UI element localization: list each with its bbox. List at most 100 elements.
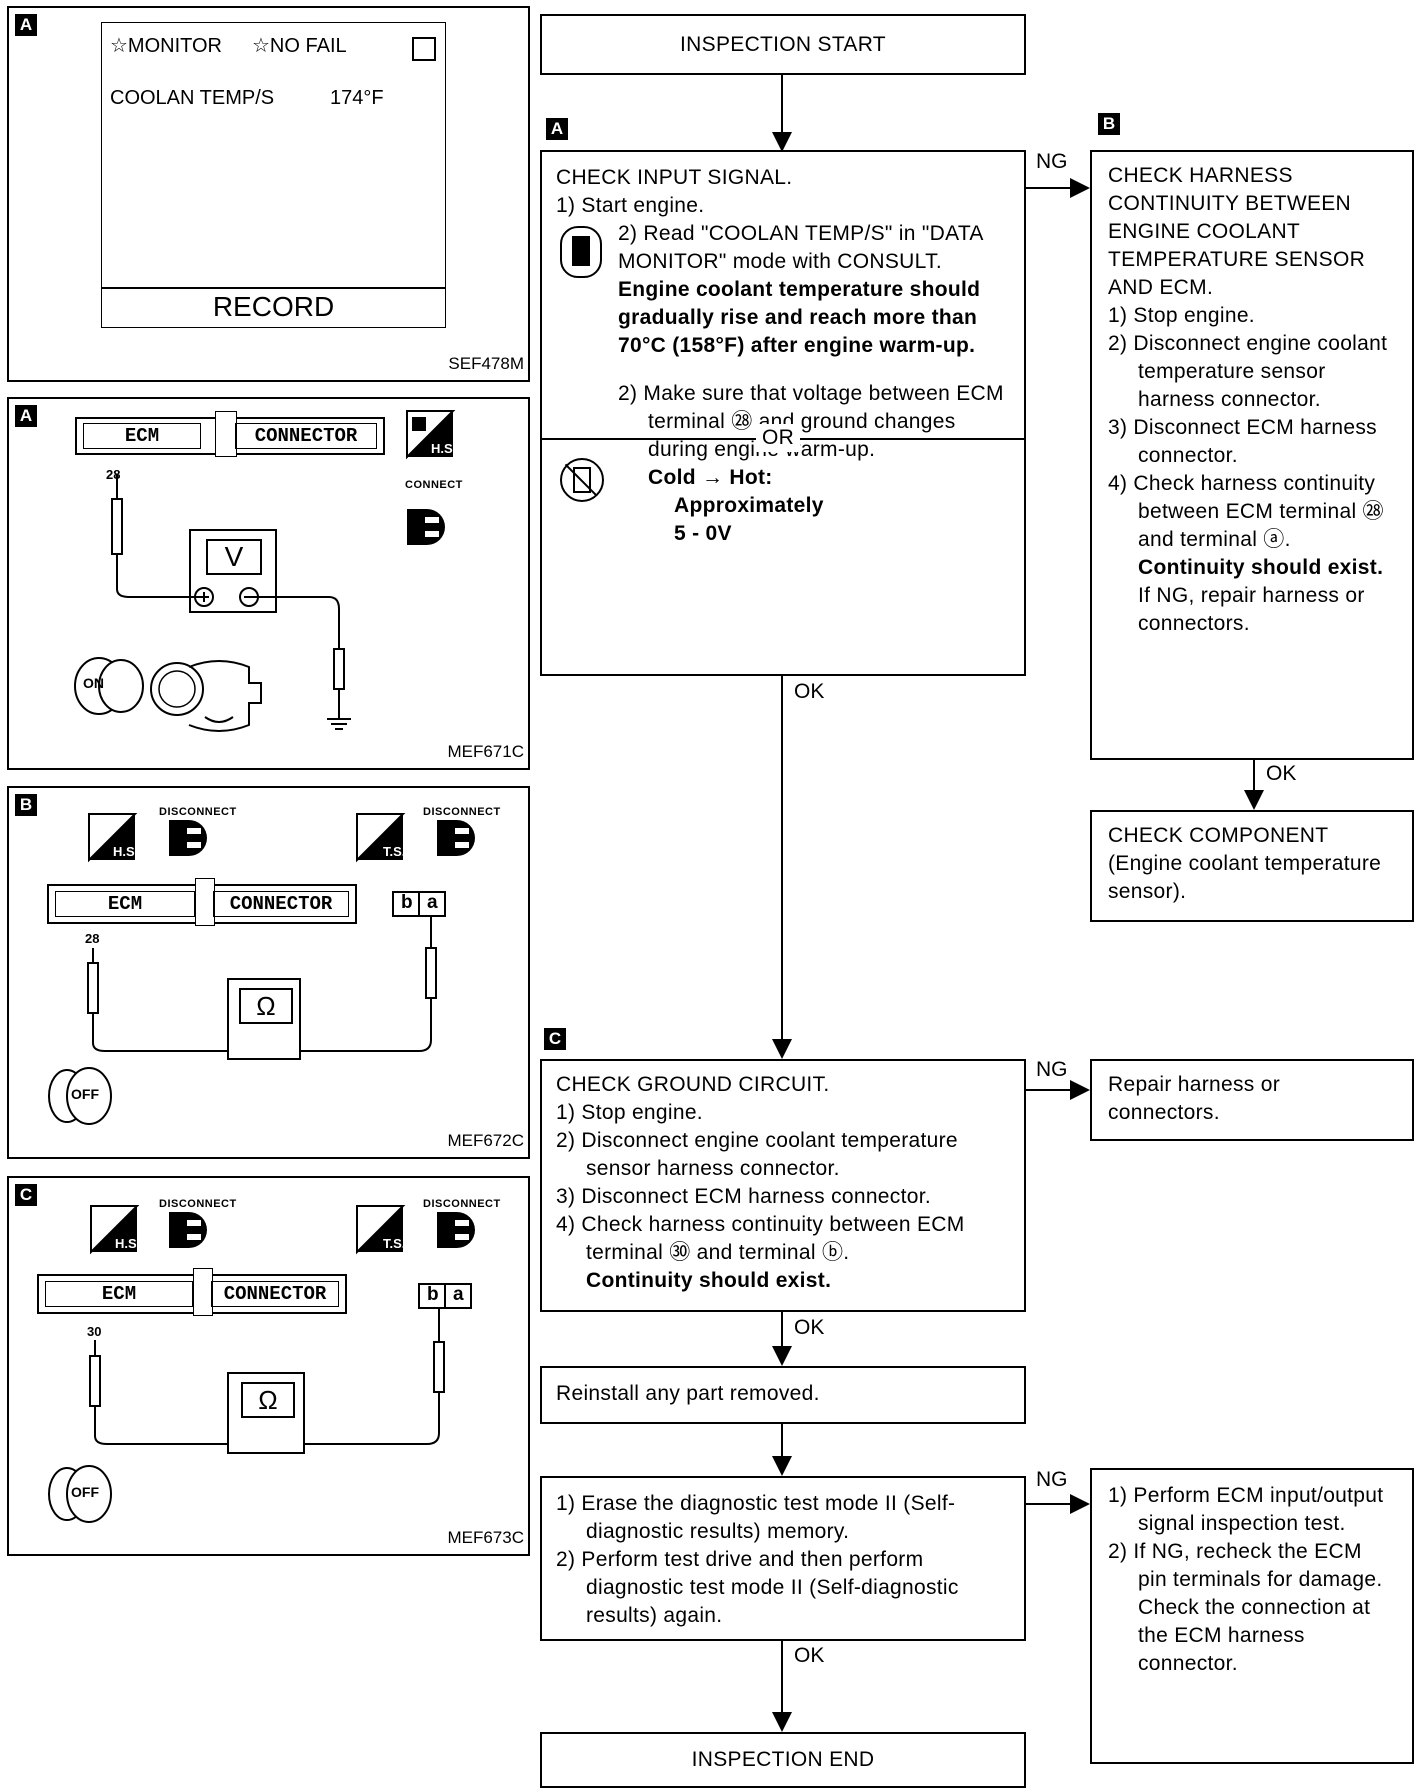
- or-label: OR: [756, 424, 801, 452]
- disconnect-label: DISCONNECT: [159, 806, 237, 818]
- step-a-line3: 2) Make sure that voltage between ECM te…: [618, 382, 1004, 461]
- repair-harness: Repair harness or connectors.: [1090, 1059, 1414, 1141]
- inspection-end: INSPECTION END: [540, 1732, 1026, 1788]
- sensor-pin-a: a: [453, 1284, 464, 1305]
- ok-label: OK: [794, 1316, 825, 1339]
- step-b-title: CHECK HARNESS CONTINUITY BETWEEN ENGINE …: [1108, 164, 1366, 299]
- ecm-connector: ECM CONNECTOR: [47, 878, 357, 926]
- key-on-label: ON: [83, 675, 104, 691]
- step-b-line4: 4) Check harness continuity between ECM …: [1108, 472, 1384, 551]
- ecm-line1: 1) Perform ECM input/output signal inspe…: [1108, 1484, 1384, 1535]
- sensor-pin-a: a: [427, 892, 438, 913]
- figure-code: MEF671C: [447, 742, 524, 761]
- step-c-line3: 3) Disconnect ECM harness connector.: [556, 1185, 931, 1208]
- step-b-spec: Continuity should exist.: [1138, 556, 1384, 579]
- step-b-line2: 2) Disconnect engine coolant temperature…: [1108, 332, 1388, 411]
- connector-latch: [193, 1268, 213, 1316]
- step-b-line5: If NG, repair harness or connectors.: [1138, 584, 1365, 635]
- ohmmeter: Ω: [227, 1372, 305, 1454]
- ng-label: NG: [1036, 1468, 1068, 1491]
- terminal-number: 28: [85, 931, 100, 946]
- step-b-line1: 1) Stop engine.: [1108, 304, 1255, 327]
- panel-tag: A: [15, 14, 37, 36]
- step-a-voltage: 5 - 0V: [674, 522, 732, 545]
- key-off-label: OFF: [71, 1484, 99, 1500]
- ng-label: NG: [1036, 150, 1068, 173]
- reinstall-parts: Reinstall any part removed.: [540, 1366, 1026, 1424]
- ecm-line2: 2) If NG, recheck the ECM pin terminals …: [1108, 1540, 1383, 1675]
- step-a-approx: Approximately: [674, 494, 824, 517]
- step-c-line2: 2) Disconnect engine coolant temperature…: [556, 1129, 958, 1180]
- panel-a-consult: A ☆MONITOR ☆NO FAIL COOLAN TEMP/S 174°F …: [7, 6, 530, 382]
- step-tag-c: C: [544, 1028, 566, 1050]
- no-fail-label: ☆NO FAIL: [252, 35, 347, 57]
- check-input-signal: CHECK INPUT SIGNAL. 1) Start engine. 2) …: [540, 150, 1026, 676]
- erase-line1: 1) Erase the diagnostic test mode II (Se…: [556, 1492, 956, 1543]
- ecm-connector: ECM CONNECTOR: [37, 1268, 347, 1316]
- hs-label: H.S.: [113, 844, 139, 859]
- panel-tag: C: [15, 1184, 37, 1206]
- step-c-line4: 4) Check harness continuity between ECM …: [556, 1213, 965, 1264]
- connector-latch: [195, 878, 215, 926]
- ohmmeter: Ω: [227, 978, 301, 1060]
- ecm-label: ECM: [45, 1281, 193, 1307]
- ecm-signal-inspection: 1) Perform ECM input/output signal inspe…: [1090, 1468, 1414, 1764]
- voltage-wiring: [74, 410, 456, 732]
- step-a-line2: 2) Read "COOLAN TEMP/S" in "DATA MONITOR…: [618, 222, 983, 273]
- ng-label: NG: [1036, 1058, 1068, 1081]
- coolant-temp-label: COOLAN TEMP/S: [110, 87, 275, 109]
- check-harness-continuity: CHECK HARNESS CONTINUITY BETWEEN ENGINE …: [1090, 150, 1414, 760]
- ok-label: OK: [1266, 762, 1297, 785]
- ecm-label: ECM: [55, 891, 195, 917]
- erase-line2: 2) Perform test drive and then perform d…: [556, 1548, 959, 1627]
- step-a-cold-hot: Cold → Hot:: [648, 466, 773, 489]
- connector-label: CONNECTOR: [235, 423, 377, 449]
- check-ground-circuit: CHECK GROUND CIRCUIT. 1) Stop engine. 2)…: [540, 1059, 1026, 1312]
- hs-label: H.S.: [115, 1236, 141, 1251]
- connect-label: CONNECT: [405, 479, 463, 491]
- step-c-title: CHECK GROUND CIRCUIT.: [556, 1073, 830, 1096]
- ohmmeter-display: Ω: [239, 988, 293, 1024]
- ecm-connector: ECM CONNECTOR: [75, 411, 385, 457]
- step-a-line1: 1) Start engine.: [556, 194, 705, 217]
- ecm-label: ECM: [83, 423, 201, 449]
- record-checkbox: [412, 37, 436, 61]
- repair-text: Repair harness or connectors.: [1108, 1073, 1281, 1124]
- ohmmeter-display: Ω: [241, 1382, 295, 1418]
- end-label: INSPECTION END: [691, 1748, 875, 1771]
- terminal-number: 30: [87, 1324, 102, 1339]
- voltmeter: V: [189, 529, 277, 613]
- figure-code: SEF478M: [448, 354, 524, 373]
- record-button: RECORD: [101, 288, 446, 328]
- ok-label: OK: [794, 680, 825, 703]
- start-label: INSPECTION START: [680, 33, 886, 56]
- step-tag-b: B: [1098, 113, 1120, 135]
- connector-latch: [215, 411, 237, 457]
- check-component: CHECK COMPONENT (Engine coolant temperat…: [1090, 810, 1414, 922]
- connector-label: CONNECTOR: [213, 891, 349, 917]
- harness-c-wiring: [48, 1205, 475, 1523]
- step-a-title: CHECK INPUT SIGNAL.: [556, 166, 793, 189]
- disconnect-label: DISCONNECT: [423, 1198, 501, 1210]
- component-text: CHECK COMPONENT (Engine coolant temperat…: [1108, 824, 1382, 903]
- key-off-label: OFF: [71, 1086, 99, 1102]
- consult-icon: [560, 226, 602, 278]
- panel-tag: A: [15, 405, 37, 427]
- reinstall-text: Reinstall any part removed.: [556, 1382, 820, 1405]
- consult-screen: ☆MONITOR ☆NO FAIL COOLAN TEMP/S 174°F: [101, 22, 446, 288]
- monitor-label: ☆MONITOR: [110, 35, 223, 57]
- ts-label: T.S.: [383, 844, 406, 859]
- no-consult-icon: [560, 458, 604, 502]
- hs-label: H.S.: [431, 441, 457, 456]
- inspection-start: INSPECTION START: [540, 14, 1026, 75]
- disconnect-label: DISCONNECT: [423, 806, 501, 818]
- step-a-spec: Engine coolant temperature should gradua…: [618, 278, 981, 357]
- step-c-line1: 1) Stop engine.: [556, 1101, 703, 1124]
- figure-code: MEF673C: [447, 1528, 524, 1547]
- record-label: RECORD: [212, 291, 335, 322]
- harness-b-wiring: [48, 813, 475, 1125]
- panel-c-ground: C H.S. DISCONNECT T.S. DISCONNECT ECM CO…: [7, 1176, 530, 1556]
- ok-label: OK: [794, 1644, 825, 1667]
- panel-a-voltage: A ECM CONNECTOR 28 V H.S. CONNECT ON MEF…: [7, 397, 530, 770]
- step-c-spec: Continuity should exist.: [586, 1269, 832, 1292]
